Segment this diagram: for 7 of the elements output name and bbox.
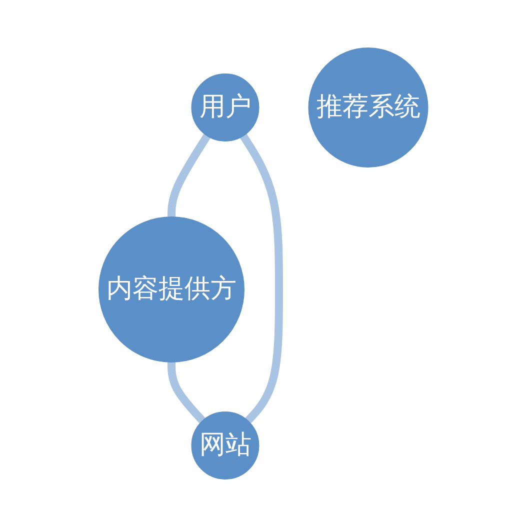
- connector: [168, 362, 206, 424]
- node-circle: 网站: [191, 412, 260, 480]
- node-circle: 用户: [191, 74, 260, 142]
- node-circle: 推荐系统: [308, 48, 428, 168]
- connector: [240, 134, 284, 424]
- connector: [168, 134, 211, 217]
- node-circle: 内容提供方: [98, 216, 245, 362]
